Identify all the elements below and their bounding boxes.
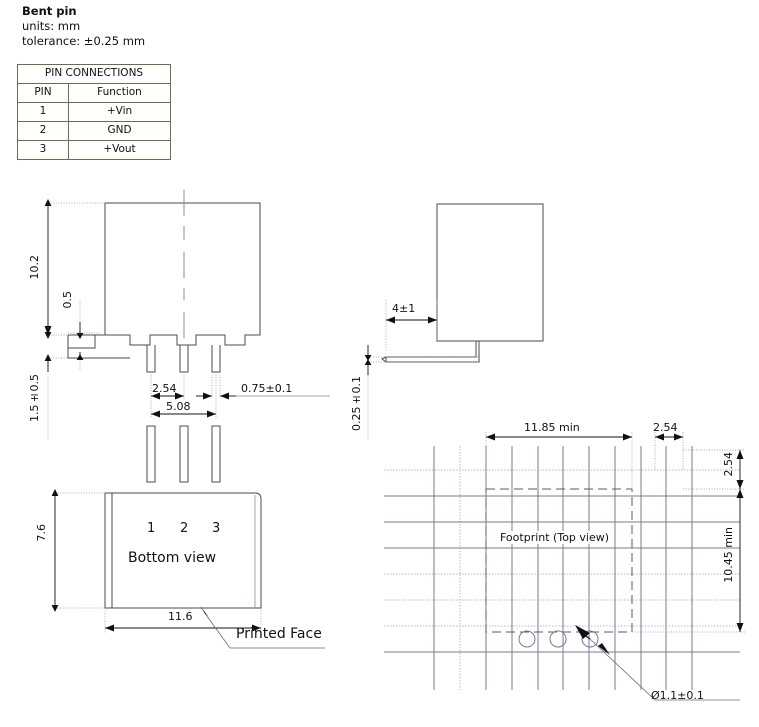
bottom-view-label: Bottom view [128,550,217,566]
table-row: 3 +Vout [17,140,171,160]
bottom-pin-number-2: 2 [180,521,189,536]
bottom-pin-number-1: 1 [147,521,156,536]
dim-bottom-width: 11.6 [168,610,193,623]
dim-footprint-offset: 2.54 [653,421,678,434]
cell-function-3: +Vout [68,140,171,160]
footprint-geometry [384,432,745,701]
page-title: Bent pin [22,4,77,18]
front-view-geometry [44,190,330,440]
hole-callout: Ø1.1±0.1 [651,689,704,702]
bottom-pin-number-3: 3 [212,521,221,536]
units-note: units: mm [22,19,81,33]
cell-function-2: GND [68,121,171,141]
dim-front-pitch-double: 5.08 [166,400,191,413]
note-printed-face: Printed Face [236,626,322,642]
dim-footprint-width-min: 11.85 min [524,421,580,434]
table-title-cell: PIN CONNECTIONS [17,64,171,84]
dim-side-bend-length: 4±1 [392,302,416,315]
header-block: Bent pin units: mm tolerance: ±0.25 mm [22,4,145,49]
dim-footprint-height-min: 10.45 min [722,527,735,583]
dim-front-pitch-single: 2.54 [152,382,177,395]
cell-pin-3: 3 [17,140,69,160]
table-row: 2 GND [17,121,171,141]
dim-front-flange: 0.5 [61,291,74,309]
dim-front-pin-length: 1.5±0.5 [28,374,41,422]
dim-front-height-total: 10.2 [28,255,41,280]
dim-footprint-edge: 2.54 [722,452,735,477]
bottom-view-geometry [51,425,325,649]
side-view-geometry [364,203,544,440]
dim-front-pin-width: 0.75±0.1 [241,382,293,395]
footprint-label: Footprint (Top view) [497,531,613,544]
dim-bottom-depth: 7.6 [35,524,48,542]
dim-side-pin-thickness: 0.25±0.1 [350,376,363,431]
tolerance-note: tolerance: ±0.25 mm [22,34,146,48]
pin-connections-table: PIN CONNECTIONS PIN Function 1 +Vin 2 GN… [17,64,171,160]
table-row-title: PIN CONNECTIONS [17,64,171,84]
